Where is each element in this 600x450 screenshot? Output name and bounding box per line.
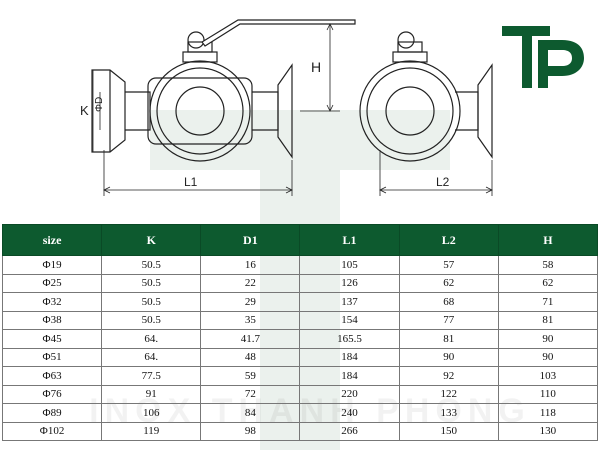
cell: 29 (200, 292, 301, 312)
cell: Φ76 (1, 384, 103, 404)
dim-label-k: K (80, 103, 89, 118)
cell: Φ102 (1, 421, 103, 441)
cell: 92 (398, 366, 499, 386)
cell: Φ63 (1, 366, 103, 386)
cell: 240 (299, 403, 400, 423)
cell: Φ51 (1, 347, 103, 367)
cell: 118 (497, 403, 599, 423)
dim-label-h: H (311, 59, 321, 75)
cell: 64. (101, 329, 202, 349)
cell: Φ19 (1, 255, 103, 275)
cell: 184 (299, 347, 400, 367)
table-row: Φ19 50.5 16 105 57 58 (1, 255, 599, 275)
cell: 81 (398, 329, 499, 349)
cell: 35 (200, 310, 301, 330)
header-h: H (497, 224, 599, 256)
cell: 48 (200, 347, 301, 367)
table-row: Φ76 91 72 220 122 110 (1, 384, 599, 404)
cell: 81 (497, 310, 599, 330)
header-d1: D1 (200, 224, 301, 256)
cell: 154 (299, 310, 400, 330)
table-header-row: size K D1 L1 L2 H (1, 224, 599, 256)
cell: 105 (299, 255, 400, 275)
cell: 22 (200, 273, 301, 293)
cell: 50.5 (101, 255, 202, 275)
cell: 184 (299, 366, 400, 386)
cell: 72 (200, 384, 301, 404)
spec-table: size K D1 L1 L2 H Φ19 50.5 16 105 57 58 … (1, 224, 599, 441)
table-row: Φ102 119 98 266 150 130 (1, 421, 599, 441)
cell: 90 (497, 329, 599, 349)
cell: Φ45 (1, 329, 103, 349)
cell: 165.5 (299, 329, 400, 349)
cell: 62 (398, 273, 499, 293)
table-row: Φ25 50.5 22 126 62 62 (1, 273, 599, 293)
cell: 91 (101, 384, 202, 404)
cell: 77.5 (101, 366, 202, 386)
cell: 50.5 (101, 292, 202, 312)
header-k: K (101, 224, 202, 256)
table-row: Φ32 50.5 29 137 68 71 (1, 292, 599, 312)
cell: 41.7 (200, 329, 301, 349)
cell: 103 (497, 366, 599, 386)
cell: 266 (299, 421, 400, 441)
cell: 90 (398, 347, 499, 367)
dim-label-d: ΦD (94, 97, 105, 112)
cell: 16 (200, 255, 301, 275)
valve-technical-drawing: H K ΦD L1 L2 (80, 19, 493, 196)
cell: Φ89 (1, 403, 103, 423)
cell: 98 (200, 421, 301, 441)
cell: Φ32 (1, 292, 103, 312)
cell: 50.5 (101, 310, 202, 330)
header-l2: L2 (398, 224, 499, 256)
cell: 58 (497, 255, 599, 275)
cell: 57 (398, 255, 499, 275)
cell: 77 (398, 310, 499, 330)
cell: 137 (299, 292, 400, 312)
cell: 150 (398, 421, 499, 441)
cell: 90 (497, 347, 599, 367)
cell: 133 (398, 403, 499, 423)
cell: 126 (299, 273, 400, 293)
table-row: Φ89 106 84 240 133 118 (1, 403, 599, 423)
cell: Φ38 (1, 310, 103, 330)
cell: 119 (101, 421, 202, 441)
cell: 122 (398, 384, 499, 404)
cell: 62 (497, 273, 599, 293)
table-row: Φ51 64. 48 184 90 90 (1, 347, 599, 367)
table-row: Φ45 64. 41.7 165.5 81 90 (1, 329, 599, 349)
cell: 84 (200, 403, 301, 423)
cell: 106 (101, 403, 202, 423)
header-l1: L1 (299, 224, 400, 256)
brand-logo (502, 26, 584, 88)
table-row: Φ38 50.5 35 154 77 81 (1, 310, 599, 330)
header-size: size (1, 224, 103, 256)
cell: 59 (200, 366, 301, 386)
dim-label-l2: L2 (436, 175, 450, 189)
dim-label-l1: L1 (184, 175, 198, 189)
cell: 130 (497, 421, 599, 441)
table-row: Φ63 77.5 59 184 92 103 (1, 366, 599, 386)
cell: 71 (497, 292, 599, 312)
cell: 220 (299, 384, 400, 404)
cell: 110 (497, 384, 599, 404)
cell: 64. (101, 347, 202, 367)
cell: 68 (398, 292, 499, 312)
cell: Φ25 (1, 273, 103, 293)
cell: 50.5 (101, 273, 202, 293)
